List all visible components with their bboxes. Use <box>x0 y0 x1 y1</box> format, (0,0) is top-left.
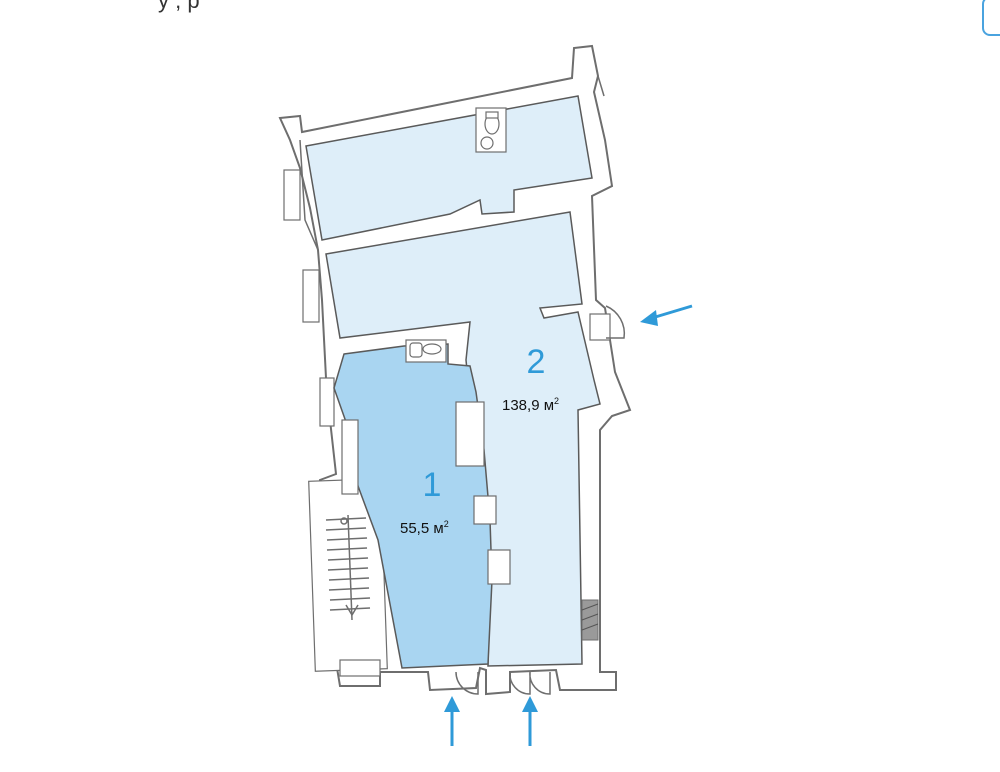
entrance-arrow-side <box>640 304 693 326</box>
interior-piers <box>341 401 511 585</box>
room-2-area: 138,9 м2 <box>502 396 559 414</box>
door-swing-icon <box>605 305 626 339</box>
door-swing-icon <box>455 671 479 695</box>
room-2 <box>325 211 601 667</box>
room-1-area: 55,5 м2 <box>400 519 449 537</box>
room-1-number: 1 <box>423 466 442 504</box>
toilet-icon <box>484 111 500 135</box>
room-2-upper <box>305 95 593 241</box>
cropped-header-text: у , р <box>158 0 200 13</box>
sink-icon <box>409 342 423 358</box>
corner-button[interactable] <box>982 0 1000 36</box>
front-doors <box>455 671 551 695</box>
side-door <box>589 305 626 341</box>
hatched-column <box>581 599 599 641</box>
entrance-arrow-front-right <box>522 696 538 746</box>
door-swing-icon <box>509 671 551 695</box>
room-2-number: 2 <box>527 343 546 381</box>
windows-left <box>283 169 335 427</box>
stairs-icon <box>325 514 371 621</box>
bathroom-room-1 <box>405 339 447 363</box>
sink-icon <box>480 136 494 150</box>
toilet-icon <box>422 343 442 355</box>
entrance-arrow-front-left <box>444 696 460 746</box>
bathroom-upper <box>475 107 507 153</box>
